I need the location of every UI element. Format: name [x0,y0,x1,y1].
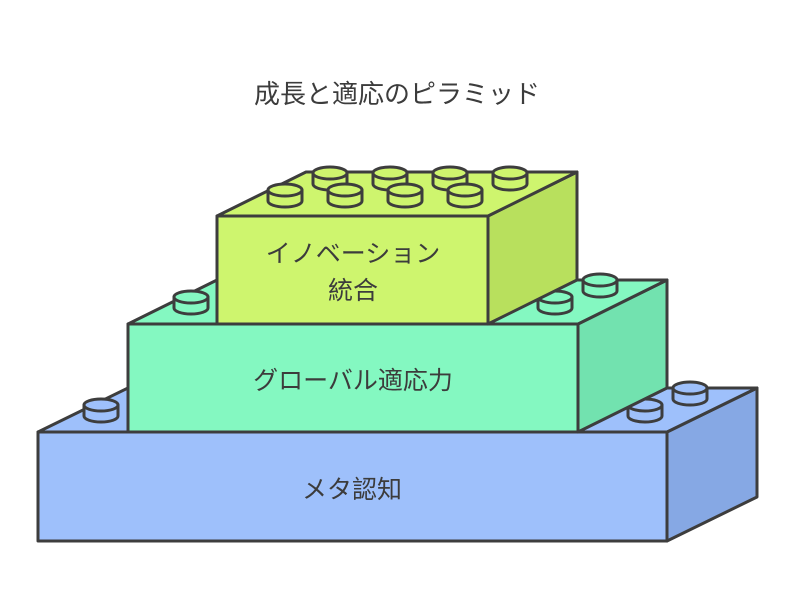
stud [82,397,120,424]
block-bottom-studs [82,380,709,424]
stud [386,182,424,209]
layer-label-top-line1: イノベーション [266,239,441,268]
stud [671,380,709,407]
stud [446,182,484,209]
block-top-studs [266,165,529,209]
block-middle-front [126,322,580,434]
stud [172,289,210,316]
block-bottom-front [36,430,669,543]
stud [326,182,364,209]
layer-label-top-line2: 統合 [328,276,378,305]
block-top-front [215,214,490,326]
layer-label-middle: グローバル適応力 [253,366,453,395]
layer-label-bottom: メタ認知 [302,475,402,504]
stud [581,272,619,299]
stud [266,182,304,209]
diagram-title: 成長と適応のピラミッド [254,80,540,110]
stud [491,165,529,192]
block-top [215,165,579,326]
block-middle-studs [172,272,619,316]
